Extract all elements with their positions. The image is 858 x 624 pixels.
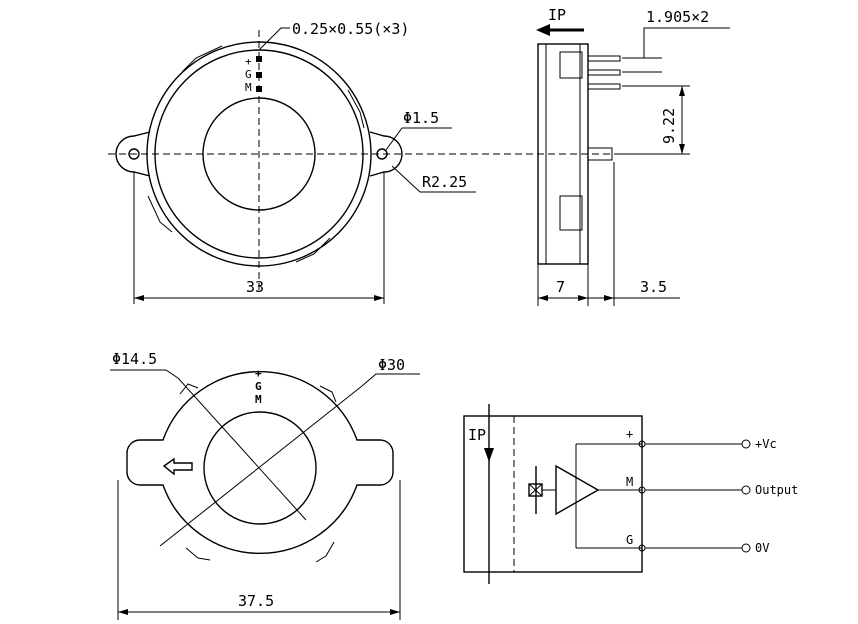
arrow (390, 609, 400, 615)
clip-tab (347, 89, 365, 129)
pin-label-g: G (255, 380, 262, 393)
hole-dia-label: Φ1.5 (403, 109, 439, 127)
pin-marker (256, 56, 262, 62)
side-clip (559, 51, 583, 79)
direction-arrow-icon (162, 457, 193, 476)
ip-direction-arrow (484, 448, 494, 462)
side-stub (587, 147, 613, 161)
side-view: IP 1.905×2 9.22 7 3 (536, 6, 730, 306)
pitch-label: 1.905×2 (646, 8, 709, 26)
notch (319, 385, 337, 403)
pin-dims-label: 0.25×0.55(×3) (292, 20, 409, 38)
pin-label-plus: + (255, 367, 262, 380)
pitch-leader (643, 27, 730, 40)
schematic-ip-label: IP (468, 426, 486, 444)
bottom-view: Φ30 Φ14.5 + G M 37.5 (110, 350, 420, 620)
height-label: 9.22 (660, 108, 678, 144)
arrow (578, 295, 588, 301)
clip-tab (295, 237, 331, 263)
pin-plus-label: + (626, 427, 633, 441)
arrow (374, 295, 384, 301)
inner-dia-label: Φ14.5 (112, 350, 157, 368)
right-ear (369, 131, 403, 177)
outer-dia-label: Φ30 (378, 356, 405, 374)
outer-dia-leader (361, 373, 420, 387)
arrow (604, 295, 614, 301)
hall-cross (528, 483, 543, 497)
arrow (118, 609, 128, 615)
vc-label: +Vc (755, 437, 777, 451)
schematic: IP + M G +Vc Output 0V (463, 404, 798, 584)
offset-label: 3.5 (640, 278, 667, 296)
outer-dia-line (159, 385, 363, 547)
top-view: + G M 0.25×0.55(×3) Φ1.5 R2.25 33 (108, 20, 620, 304)
arrow (679, 86, 685, 96)
pin-label-m: M (245, 81, 252, 94)
left-ear (115, 131, 151, 177)
arrow (134, 295, 144, 301)
clip-tab (181, 45, 223, 73)
inner-dia-line (177, 377, 307, 521)
pin-marker (256, 86, 262, 92)
inner-dia-leader (110, 369, 179, 379)
clip-tab (147, 195, 173, 233)
side-pin (587, 83, 621, 90)
left-mounting-hole (128, 148, 140, 160)
bottom-width-label: 37.5 (238, 592, 274, 610)
notch (179, 383, 199, 395)
side-pin (587, 55, 621, 62)
arrow (679, 144, 685, 154)
pin-label-m: M (255, 393, 262, 406)
pin-label-plus: + (245, 55, 252, 68)
pin-m-label: M (626, 475, 633, 489)
side-clip (559, 195, 583, 231)
ip-arrow-head (536, 24, 550, 36)
aperture-circle (202, 97, 316, 211)
output-label: Output (755, 483, 798, 497)
radius-leader (391, 165, 476, 193)
outer-body-circle (146, 41, 372, 267)
pin-g-label: G (626, 533, 633, 547)
terminal-icon (741, 485, 751, 495)
amplifier-icon (555, 464, 600, 516)
radius-label: R2.25 (422, 173, 467, 191)
terminal-icon (741, 543, 751, 553)
bottom-outline (126, 370, 394, 555)
right-mounting-hole (376, 148, 388, 160)
pin-marker (256, 72, 262, 78)
side-pin (587, 69, 621, 76)
terminal-icon (741, 439, 751, 449)
side-ip-label: IP (548, 6, 566, 24)
schematic-box (463, 415, 643, 573)
0v-label: 0V (755, 541, 769, 555)
hole-dia-leader (385, 127, 452, 151)
thickness-label: 7 (556, 278, 565, 296)
bottom-aperture (203, 411, 317, 525)
width-label: 33 (246, 278, 264, 296)
pin-dims-leader (258, 27, 290, 51)
notch (185, 547, 211, 561)
notch (315, 541, 335, 563)
pin-label-g: G (245, 68, 252, 81)
arrow (538, 295, 548, 301)
